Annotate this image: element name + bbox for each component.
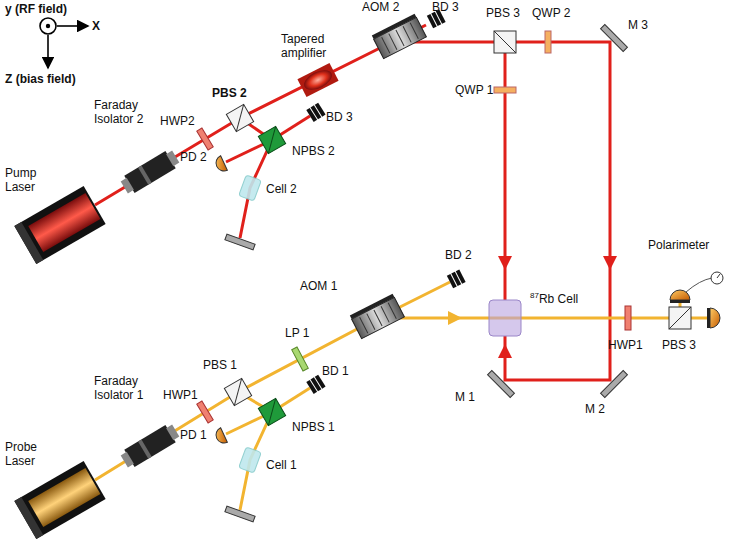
aom <box>372 14 427 59</box>
part-label: PBS 3 <box>662 338 696 352</box>
part-label: PBS 3 <box>486 6 520 20</box>
probe-laser <box>14 461 105 539</box>
part-label: BD 1 <box>322 364 349 378</box>
half-wave-plate <box>197 128 213 150</box>
axis-symbol <box>40 18 88 68</box>
probe-beam <box>95 282 712 510</box>
pbs-cube <box>224 31 691 406</box>
part-label: LP 1 <box>285 326 309 340</box>
polarimeter <box>670 272 723 328</box>
part-label: Polarimeter <box>648 238 709 252</box>
half-wave-plate <box>197 401 213 423</box>
part-label: X <box>92 19 100 33</box>
part-label: M 2 <box>585 402 605 416</box>
quarter-wave-plate <box>545 31 551 53</box>
npbs-cube <box>258 126 285 425</box>
faraday-isolator <box>119 422 181 470</box>
part-label: M 3 <box>628 18 648 32</box>
faraday-isolator <box>119 148 181 196</box>
part-label: PD 2 <box>180 150 207 164</box>
part-label: BD 3 <box>432 0 459 14</box>
part-label: Cell 2 <box>266 182 297 196</box>
part-label: QWP 2 <box>532 6 570 20</box>
part-label: BD 2 <box>445 248 472 262</box>
part-label: BD 3 <box>326 110 353 124</box>
half-wave-plate <box>625 306 631 330</box>
photodiode <box>213 156 227 446</box>
part-label: HWP1 <box>163 388 198 402</box>
part-label: Faraday Isolator 2 <box>94 98 160 126</box>
part-label: HWP1 <box>608 338 643 352</box>
part-label: Pump Laser <box>5 166 47 194</box>
beam-arrow <box>448 311 462 325</box>
quarter-wave-plate <box>494 87 516 93</box>
tapered-amplifier <box>297 63 338 97</box>
part-label: HWP2 <box>160 114 195 128</box>
mirror <box>225 25 628 522</box>
part-label: PD 1 <box>180 428 207 442</box>
part-label: QWP 1 <box>455 83 493 97</box>
reference-cell <box>239 175 262 473</box>
aom <box>350 294 405 339</box>
part-label: PBS 2 <box>212 86 247 100</box>
part-label: Faraday Isolator 1 <box>94 374 160 402</box>
part-label: Z (bias field) <box>5 72 76 86</box>
pump-beam <box>95 25 610 380</box>
part-label: AOM 1 <box>300 279 337 293</box>
part-label: M 1 <box>455 390 475 404</box>
part-label: NPBS 1 <box>292 420 335 434</box>
part-label: NPBS 2 <box>292 144 335 158</box>
part-label: PBS 1 <box>203 358 237 372</box>
pump-laser <box>14 186 105 264</box>
part-label: Tapered amplifier <box>281 32 343 60</box>
part-label: Probe Laser <box>5 440 49 468</box>
part-label: 87Rb Cell <box>530 292 578 306</box>
part-label: y (RF field) <box>5 2 67 16</box>
vapor-cell <box>489 300 521 336</box>
part-label: AOM 2 <box>362 0 399 14</box>
linear-polarizer <box>292 347 309 371</box>
part-label: Cell 1 <box>266 458 297 472</box>
